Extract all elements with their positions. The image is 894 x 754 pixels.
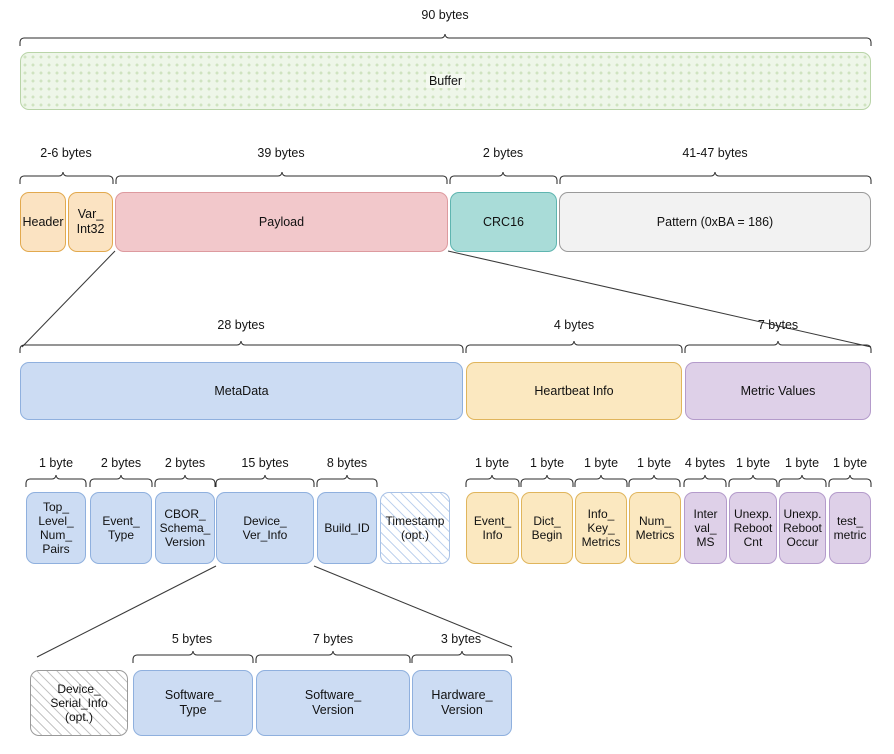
box-software-version[interactable]: Software_ Version (256, 670, 410, 736)
box-device-ver-info-label: Device_ Ver_Info (242, 513, 288, 542)
box-metric-values-label: Metric Values (740, 383, 816, 398)
size-label-num-metrics: 1 byte (636, 456, 672, 470)
box-build-id[interactable]: Build_ID (317, 492, 377, 564)
box-event-info[interactable]: Event_ Info (466, 492, 519, 564)
box-interval-ms-label: Inter val_ MS (693, 506, 718, 550)
box-info-key-metrics[interactable]: Info_ Key_ Metrics (575, 492, 627, 564)
size-label-unexp-reboot-occur: 1 byte (784, 456, 820, 470)
box-crc16-label: CRC16 (483, 214, 524, 229)
box-unexp-reboot-cnt[interactable]: Unexp. Reboot Cnt (729, 492, 777, 564)
box-hardware-version[interactable]: Hardware_ Version (412, 670, 512, 736)
box-dict-begin-label: Dict_ Begin (531, 513, 563, 542)
box-payload[interactable]: Payload (115, 192, 448, 252)
box-pattern[interactable]: Pattern (0xBA = 186) (559, 192, 871, 252)
size-label-test-metric: 1 byte (832, 456, 868, 470)
box-header-label: Header (22, 214, 64, 229)
box-cbor-schema-version[interactable]: CBOR_ Schema_ Version (155, 492, 215, 564)
box-event-info-label: Event_ Info (473, 513, 512, 542)
box-device-serial-info-label: Device_ Serial_Info (opt.) (50, 681, 108, 725)
box-unexp-reboot-occur-label: Unexp. Reboot Occur (783, 506, 822, 550)
box-unexp-reboot-cnt-label: Unexp. Reboot Cnt (733, 506, 773, 550)
box-interval-ms[interactable]: Inter val_ MS (684, 492, 727, 564)
box-software-type-label: Software_ Type (164, 688, 222, 717)
box-metadata[interactable]: MetaData (20, 362, 463, 420)
size-label-device-ver-info: 15 bytes (241, 456, 289, 470)
size-label-build-id: 8 bytes (326, 456, 368, 470)
size-label-buffer: 90 bytes (421, 8, 469, 22)
box-metric-values[interactable]: Metric Values (685, 362, 871, 420)
box-heartbeat-info-label: Heartbeat Info (534, 383, 614, 398)
box-event-type[interactable]: Event_ Type (90, 492, 152, 564)
size-label-interval-ms: 4 bytes (684, 456, 726, 470)
box-num-metrics[interactable]: Num_ Metrics (629, 492, 681, 564)
box-header[interactable]: Header (20, 192, 66, 252)
size-label-info-key-metrics: 1 byte (583, 456, 619, 470)
box-timestamp[interactable]: Timestamp (opt.) (380, 492, 450, 564)
size-label-pattern: 41-47 bytes (682, 146, 748, 160)
size-label-heartbeat-info: 4 bytes (553, 318, 595, 332)
size-label-header: 2-6 bytes (40, 146, 92, 160)
size-label-metadata: 28 bytes (217, 318, 265, 332)
box-top-level-num-pairs[interactable]: Top_ Level_ Num_ Pairs (26, 492, 86, 564)
size-label-software-type: 5 bytes (171, 632, 213, 646)
box-timestamp-label: Timestamp (opt.) (385, 513, 445, 542)
size-label-top-level-num-pairs: 1 byte (38, 456, 74, 470)
box-test-metric[interactable]: test_ metric (829, 492, 871, 564)
size-label-unexp-reboot-cnt: 1 byte (735, 456, 771, 470)
box-var-int32-label: Var_ Int32 (76, 207, 105, 236)
box-device-serial-info[interactable]: Device_ Serial_Info (opt.) (30, 670, 128, 736)
size-label-event-type: 2 bytes (100, 456, 142, 470)
box-build-id-label: Build_ID (324, 520, 370, 535)
box-software-version-label: Software_ Version (304, 688, 362, 717)
box-crc16[interactable]: CRC16 (450, 192, 557, 252)
box-unexp-reboot-occur[interactable]: Unexp. Reboot Occur (779, 492, 826, 564)
size-label-hardware-version: 3 bytes (440, 632, 482, 646)
box-software-type[interactable]: Software_ Type (133, 670, 253, 736)
box-pattern-label: Pattern (0xBA = 186) (656, 214, 774, 229)
box-var-int32[interactable]: Var_ Int32 (68, 192, 113, 252)
box-dict-begin[interactable]: Dict_ Begin (521, 492, 573, 564)
size-label-metric-values: 7 bytes (757, 318, 799, 332)
box-cbor-schema-version-label: CBOR_ Schema_ Version (159, 506, 211, 550)
box-event-type-label: Event_ Type (102, 513, 140, 542)
box-device-ver-info[interactable]: Device_ Ver_Info (216, 492, 314, 564)
size-label-event-info: 1 byte (474, 456, 510, 470)
box-num-metrics-label: Num_ Metrics (635, 513, 675, 542)
size-label-crc16: 2 bytes (482, 146, 524, 160)
box-info-key-metrics-label: Info_ Key_ Metrics (581, 506, 621, 550)
box-buffer[interactable]: Buffer (20, 52, 871, 110)
size-label-dict-begin: 1 byte (529, 456, 565, 470)
size-label-payload: 39 bytes (257, 146, 305, 160)
box-payload-label: Payload (258, 214, 305, 229)
size-label-cbor-schema-version: 2 bytes (164, 456, 206, 470)
box-test-metric-label: test_ metric (833, 513, 867, 542)
box-metadata-label: MetaData (214, 383, 269, 398)
box-top-level-num-pairs-label: Top_ Level_ Num_ Pairs (38, 499, 74, 557)
box-buffer-label: Buffer (425, 73, 466, 89)
size-label-software-version: 7 bytes (312, 632, 354, 646)
box-hardware-version-label: Hardware_ Version (431, 688, 493, 717)
box-heartbeat-info[interactable]: Heartbeat Info (466, 362, 682, 420)
